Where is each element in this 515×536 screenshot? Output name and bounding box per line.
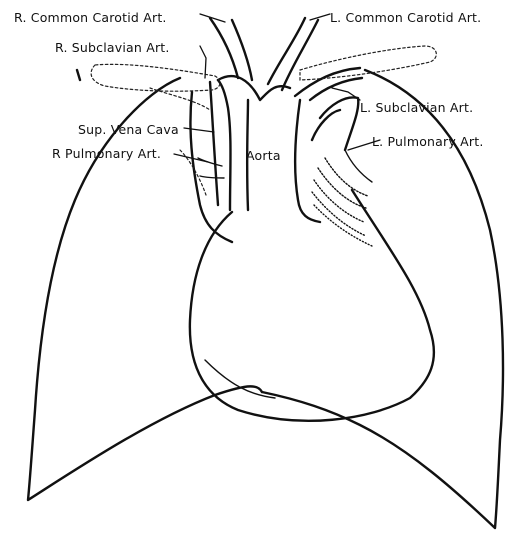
label-l-common-carotid: L. Common Carotid Art. <box>330 10 481 25</box>
pulmonary-shading <box>312 150 372 246</box>
heart-outline <box>190 190 434 421</box>
sup-vena-cava-vessel <box>210 82 218 205</box>
l-pulmonary-vessel-2 <box>312 110 340 140</box>
l-clavicle-dashed <box>300 46 436 80</box>
label-l-subclavian: L. Subclavian Art. <box>360 100 473 115</box>
label-r-common-carotid: R. Common Carotid Art. <box>14 10 167 25</box>
l-subclavian-vessel <box>295 68 360 96</box>
r-clavicle-dashed <box>91 64 220 91</box>
label-aorta: Aorta <box>246 148 281 163</box>
tick-mark <box>77 70 80 80</box>
label-r-pulmonary: R Pulmonary Art. <box>52 146 161 161</box>
label-sup-vena-cava: Sup. Vena Cava <box>78 122 179 137</box>
aorta-left-wall <box>218 80 231 210</box>
r-pulmonary-vessel <box>198 158 222 166</box>
left-lung-medial-border <box>295 100 320 222</box>
leader-l-common-carotid <box>310 14 330 20</box>
r-pulmonary-vessel-2 <box>200 176 224 178</box>
aortic-arch <box>218 76 290 100</box>
leader-sup-vena-cava <box>184 128 214 132</box>
label-l-pulmonary: L. Pulmonary Art. <box>372 134 484 149</box>
l-pulmonary-vessel <box>320 97 358 150</box>
right-lung-outline <box>28 78 262 500</box>
label-r-subclavian: R. Subclavian Art. <box>55 40 170 55</box>
